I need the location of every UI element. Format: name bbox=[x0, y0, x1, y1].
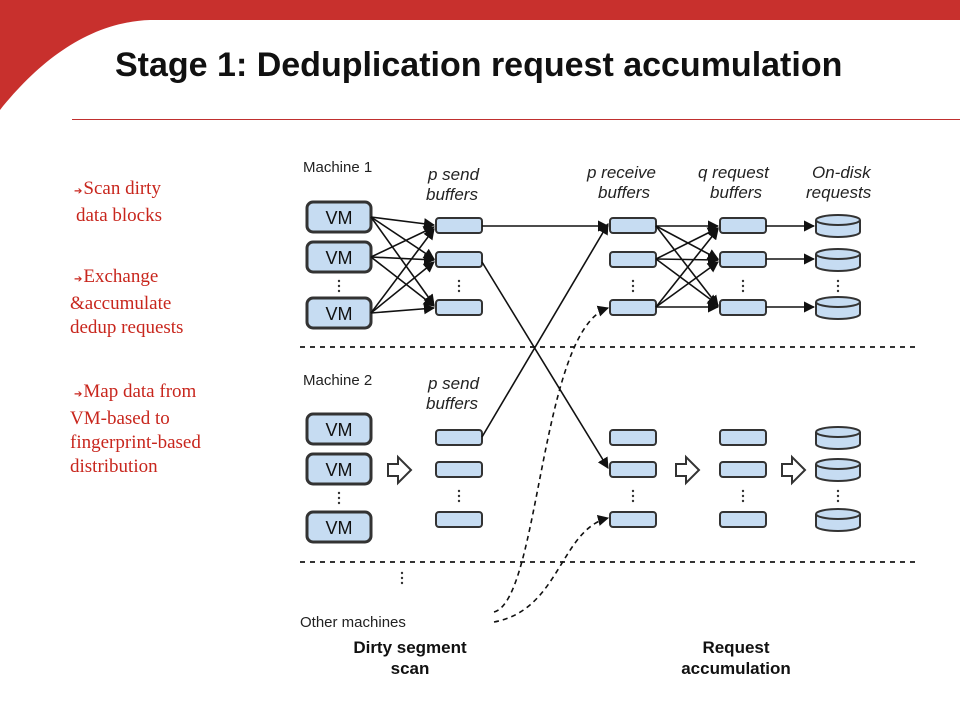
svg-text:VM: VM bbox=[326, 304, 353, 324]
stage-arrow-icon bbox=[387, 454, 413, 486]
ondisk-requests-label: requests bbox=[806, 183, 872, 202]
title-divider bbox=[72, 119, 960, 120]
send-buffers-label: buffers bbox=[426, 185, 478, 204]
stage-accumulation-label: Request bbox=[702, 638, 769, 657]
vm-box: VM bbox=[305, 452, 373, 486]
vm-to-send-arrows bbox=[370, 216, 436, 315]
arrow-icon: ➔ bbox=[74, 274, 83, 285]
bullet-scan-dirty: ➔Scan dirty data blocks bbox=[74, 178, 163, 226]
send-buffers-label: p send bbox=[427, 374, 480, 393]
receive-buffer bbox=[609, 461, 657, 478]
stage-arrow-icon bbox=[675, 454, 701, 486]
svg-text:VM: VM bbox=[326, 208, 353, 228]
disk-icon bbox=[815, 426, 861, 450]
disk-icon bbox=[815, 248, 861, 272]
receive-buffer bbox=[609, 217, 657, 234]
other-machines-label: Other machines bbox=[300, 614, 406, 631]
bullet-map-data: ➔Map data from VM-based to fingerprint-b… bbox=[70, 381, 201, 477]
receive-buffer bbox=[609, 299, 657, 316]
receive-to-request-arrows bbox=[655, 220, 816, 313]
machine1-label: Machine 1 bbox=[303, 159, 372, 176]
svg-text:VM: VM bbox=[326, 420, 353, 440]
stage-accumulation-label: accumulation bbox=[681, 659, 791, 678]
machine2-label: Machine 2 bbox=[303, 372, 372, 389]
send-buffer bbox=[435, 429, 483, 446]
send-buffers-label: p send bbox=[427, 165, 480, 184]
request-buffers-label: q request bbox=[698, 163, 770, 182]
request-buffer bbox=[719, 217, 767, 234]
disk-icon bbox=[815, 296, 861, 320]
svg-text:VM: VM bbox=[326, 460, 353, 480]
stage-scan-label: Dirty segment bbox=[353, 638, 467, 657]
disk-icon bbox=[815, 508, 861, 532]
arrow-icon: ➔ bbox=[74, 186, 83, 197]
slide-title: Stage 1: Deduplication request accumulat… bbox=[115, 46, 843, 84]
request-buffers-label: buffers bbox=[710, 183, 762, 202]
receive-buffers-label: p receive bbox=[586, 163, 656, 182]
send-buffer bbox=[435, 251, 483, 268]
send-buffer bbox=[435, 511, 483, 528]
send-buffer bbox=[435, 461, 483, 478]
vm-box: VM bbox=[305, 240, 373, 274]
receive-buffer bbox=[609, 429, 657, 446]
ondisk-requests-label: On-disk bbox=[812, 163, 872, 182]
disk-icon bbox=[815, 458, 861, 482]
receive-buffers-label: buffers bbox=[598, 183, 650, 202]
svg-text:VM: VM bbox=[326, 248, 353, 268]
exchange-arrows bbox=[481, 220, 610, 469]
request-buffer bbox=[719, 299, 767, 316]
arrow-icon: ➔ bbox=[74, 389, 83, 400]
svg-text:VM: VM bbox=[326, 518, 353, 538]
send-buffer bbox=[435, 299, 483, 316]
other-machines-arrows bbox=[493, 305, 610, 623]
request-buffer bbox=[719, 429, 767, 446]
vm-box: VM bbox=[305, 412, 373, 446]
vm-box: VM bbox=[305, 510, 373, 544]
title-banner bbox=[0, 0, 960, 110]
send-buffer bbox=[435, 217, 483, 234]
disk-icon bbox=[815, 214, 861, 238]
ellipsis-icon bbox=[337, 279, 840, 585]
bullet-exchange: ➔Exchange &accumulate dedup requests bbox=[70, 266, 184, 338]
request-buffer bbox=[719, 251, 767, 268]
vm-box: VM bbox=[305, 200, 373, 234]
stage-arrow-icon bbox=[781, 454, 807, 486]
stage-scan-label: scan bbox=[391, 659, 430, 678]
request-buffer bbox=[719, 511, 767, 528]
vm-box: VM bbox=[305, 296, 373, 330]
receive-buffer bbox=[609, 251, 657, 268]
request-buffer bbox=[719, 461, 767, 478]
send-buffers-label: buffers bbox=[426, 394, 478, 413]
receive-buffer bbox=[609, 511, 657, 528]
